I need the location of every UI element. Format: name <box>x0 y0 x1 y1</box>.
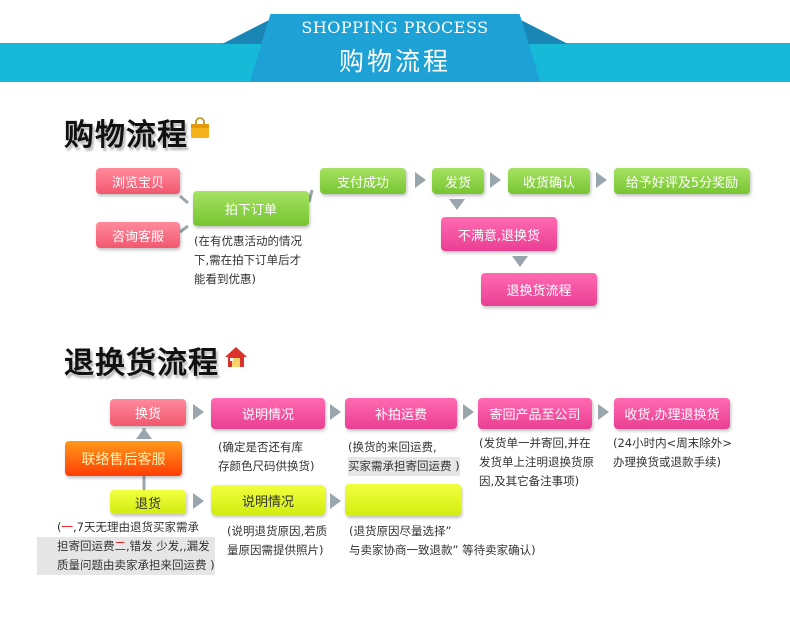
contact-after-sales: 联络售后客服 <box>65 441 182 476</box>
step-exchange: 换货 <box>110 399 186 426</box>
refund-wait-note: (退货原因尽量选择” 与卖家协商一致退款” 等待卖家确认) <box>349 524 536 557</box>
step-return-flow: 退换货流程 <box>481 273 597 306</box>
arrow-right-icon <box>463 404 474 420</box>
step-payment-success: 支付成功 <box>320 168 406 194</box>
step-exchange-explain: 说明情况 <box>211 398 325 429</box>
step-send-back: 寄回产品至公司 <box>478 398 592 429</box>
step-refund: 退货 <box>110 490 186 514</box>
banner-tab <box>222 14 568 82</box>
arrow-right-icon <box>415 172 426 188</box>
arrow-down-icon <box>512 256 528 267</box>
step-consult-service: 咨询客服 <box>96 222 180 248</box>
process-exchange-note: (24小时内<周末除外> 办理换货或退款手续) <box>613 436 732 469</box>
arrow-right-icon <box>193 493 204 509</box>
step-refund-wait <box>345 484 461 516</box>
exchange-explain-note: (确定是否还有库 存颜色尺码供换货) <box>218 440 315 473</box>
step-unsatisfied-return: 不满意,退换货 <box>441 217 557 251</box>
house-icon <box>225 347 247 367</box>
arrow-right-icon <box>193 404 204 420</box>
arrow-right-icon <box>598 404 609 420</box>
shipping-fee-note: (换货的来回运费, 买家需承担寄回运费 ) <box>348 438 460 476</box>
step-process-exchange: 收货,办理退换货 <box>614 398 730 429</box>
order-note: (在有优惠活动的情况 下,需在拍下订单后才 能看到优惠) <box>194 234 302 286</box>
shopping-bag-icon <box>191 117 209 138</box>
send-back-note: (发货单一并寄回,并在 发货单上注明退换货原 因,及其它备注事项) <box>479 436 594 488</box>
refund-policy-note: (一,7天无理由退货买家需承 担寄回运费二,错发 少发,,漏发 质量问题由卖家承… <box>37 518 215 575</box>
step-browse-items: 浏览宝贝 <box>96 168 180 194</box>
step-good-review: 给予好评及5分奖励 <box>614 168 750 194</box>
banner-english-title: SHOPPING PROCESS <box>301 18 489 37</box>
step-confirm-receipt: 收货确认 <box>508 168 590 194</box>
step-place-order: 拍下订单 <box>193 191 309 226</box>
step-pay-shipping: 补拍运费 <box>345 398 457 429</box>
refund-explain-note: (说明退货原因,若质 量原因需提供照片) <box>227 524 328 557</box>
step-ship: 发货 <box>432 168 484 194</box>
step-refund-explain: 说明情况 <box>211 485 325 515</box>
arrow-right-icon <box>330 493 341 509</box>
arrow-right-icon <box>490 172 501 188</box>
arrow-right-icon <box>596 172 607 188</box>
arrow-up-icon <box>136 428 152 439</box>
shopping-process-title: 购物流程 <box>64 118 188 153</box>
arrow-down-icon <box>449 199 465 210</box>
banner-chinese-title: 购物流程 <box>338 47 451 76</box>
arrow-right-icon <box>330 404 341 420</box>
return-process-title: 退换货流程 <box>64 346 219 381</box>
